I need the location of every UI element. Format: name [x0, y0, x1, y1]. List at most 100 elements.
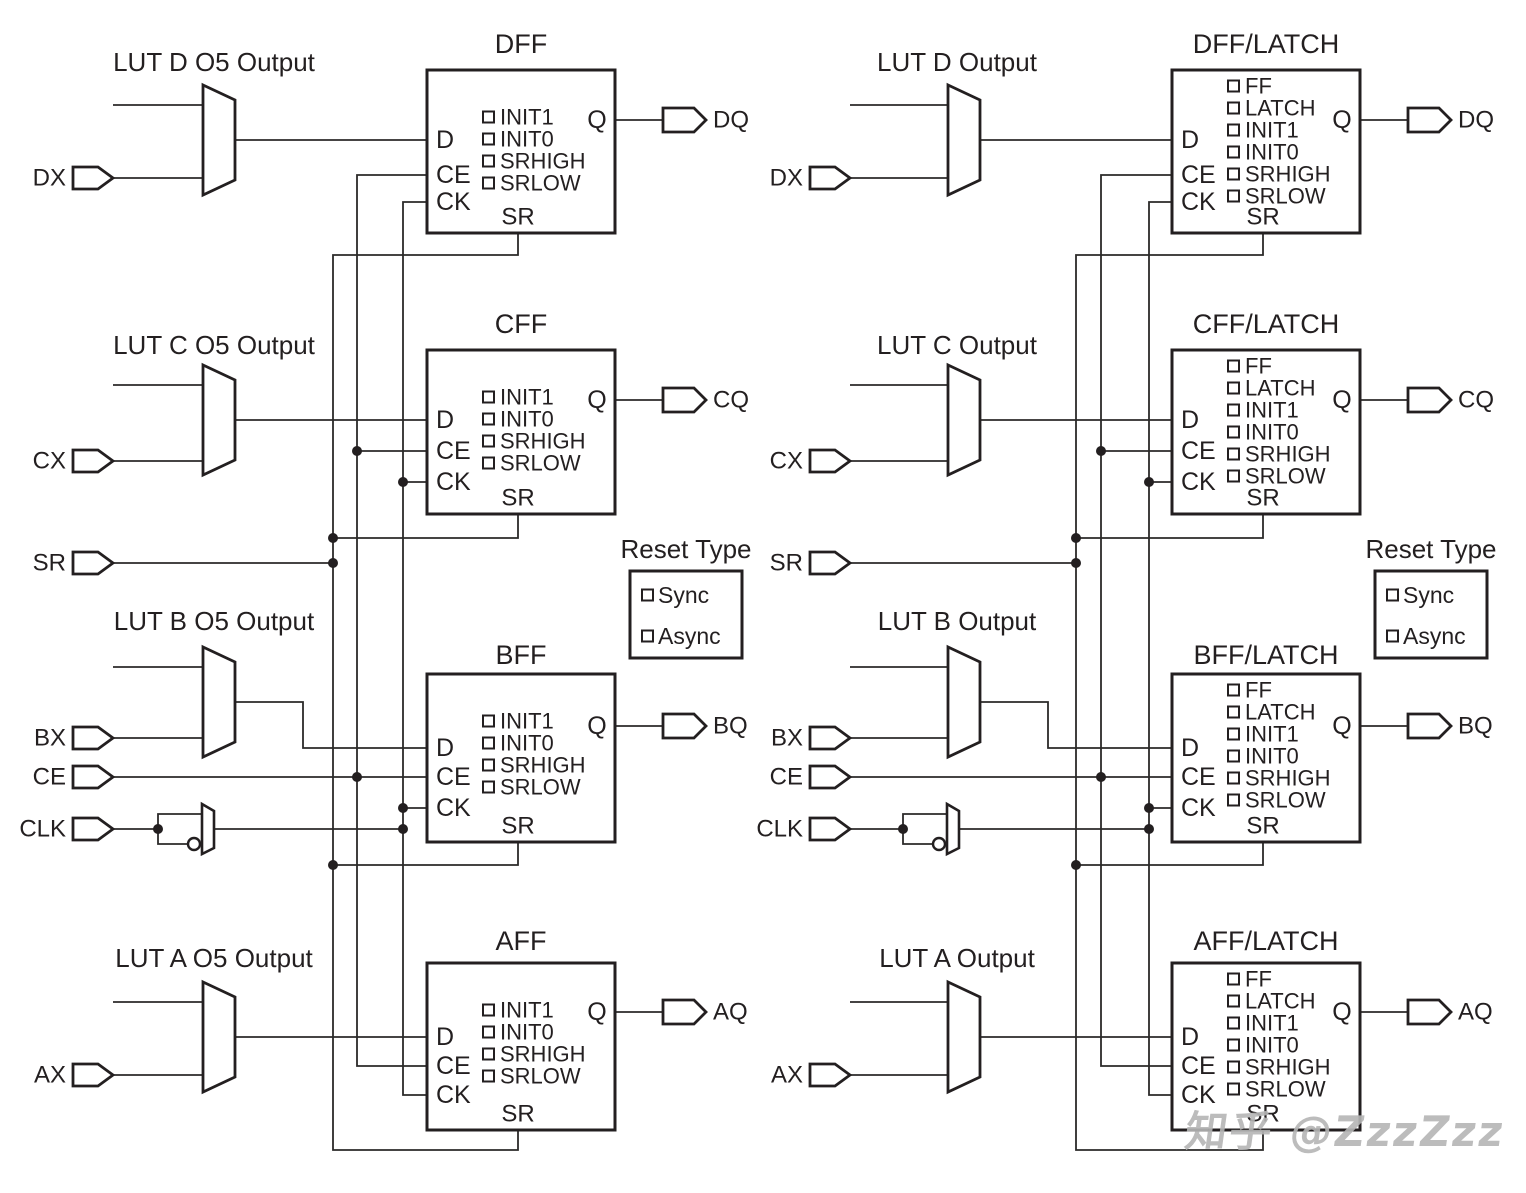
option-label-srhigh-dff: SRHIGH	[500, 149, 586, 174]
ff-block-aff-latch	[1170, 961, 1362, 1132]
wire	[356, 174, 427, 1067]
option-checkbox-init1-aff-latch	[1227, 1016, 1240, 1030]
input-port-label-sr: SR	[770, 550, 803, 577]
option-label-init1-aff: INIT1	[500, 998, 554, 1023]
option-label-srlow-cff: SRLOW	[500, 451, 581, 476]
junction-dot	[898, 824, 908, 834]
option-checkbox-srhigh-bff	[482, 758, 495, 772]
option-checkbox-init0-cff-latch	[1227, 425, 1240, 439]
option-label-srlow-dff: SRLOW	[500, 171, 581, 196]
junction-dot	[1096, 772, 1106, 782]
inverter-bubble-icon	[186, 836, 202, 852]
pin-label-sr-dff-latch: SR	[1246, 204, 1279, 231]
junction-dot	[352, 772, 362, 782]
pin-label-ck-aff-latch: CK	[1181, 1081, 1216, 1109]
input-port-arrow-dx	[71, 165, 116, 191]
reset-type-title: Reset Type	[1365, 534, 1496, 564]
wire	[1075, 233, 1264, 1151]
wire	[980, 701, 1172, 749]
option-checkbox-init0-aff	[482, 1025, 495, 1039]
input-port-label-sr: SR	[33, 550, 66, 577]
output-port-arrow-cq	[661, 386, 708, 414]
option-checkbox-ff-cff-latch	[1227, 359, 1240, 373]
junction-dot	[398, 824, 408, 834]
option-label-ff-bff-latch: FF	[1245, 678, 1272, 703]
junction-dot	[1096, 446, 1106, 456]
wire	[332, 233, 519, 1151]
option-label-srlow-aff-latch: SRLOW	[1245, 1077, 1326, 1102]
junction-dot	[398, 803, 408, 813]
pin-label-d-dff: D	[436, 126, 454, 154]
option-checkbox-latch-cff-latch	[1227, 381, 1240, 395]
wire	[1076, 514, 1264, 539]
output-port-arrow-bq	[661, 712, 708, 740]
option-checkbox-srhigh-aff-latch	[1227, 1060, 1240, 1074]
reset-type-checkbox-sync	[1386, 588, 1399, 602]
mux-c-right	[946, 362, 982, 478]
pin-label-d-cff: D	[436, 406, 454, 434]
reset-type-checkbox-async	[1386, 629, 1399, 643]
reset-type-label-async: Async	[658, 623, 721, 649]
option-checkbox-srlow-bff	[482, 780, 495, 794]
input-port-arrow-cx	[71, 448, 116, 474]
option-checkbox-init0-bff	[482, 736, 495, 750]
pin-label-sr-bff: SR	[501, 813, 534, 840]
option-label-srlow-bff-latch: SRLOW	[1245, 788, 1326, 813]
option-label-init0-dff: INIT0	[500, 127, 554, 152]
option-checkbox-srlow-cff	[482, 456, 495, 470]
option-checkbox-init0-aff-latch	[1227, 1038, 1240, 1052]
input-port-label-ce: CE	[770, 764, 803, 791]
lut-output-label: LUT C O5 Output	[113, 330, 316, 360]
option-checkbox-ff-bff-latch	[1227, 683, 1240, 697]
option-checkbox-srlow-dff-latch	[1227, 189, 1240, 203]
option-label-latch-aff-latch: LATCH	[1245, 989, 1316, 1014]
option-checkbox-init1-dff	[482, 110, 495, 124]
mux-c-left	[201, 362, 237, 478]
option-checkbox-srlow-dff	[482, 176, 495, 190]
junction-dot	[153, 824, 163, 834]
pin-label-ck-bff-latch: CK	[1181, 794, 1216, 822]
option-checkbox-init1-dff-latch	[1227, 123, 1240, 137]
option-label-latch-bff-latch: LATCH	[1245, 700, 1316, 725]
junction-dot	[1071, 533, 1081, 543]
option-label-init0-cff-latch: INIT0	[1245, 420, 1299, 445]
option-checkbox-ff-aff-latch	[1227, 972, 1240, 986]
option-checkbox-init0-dff	[482, 132, 495, 146]
pin-label-ce-bff-latch: CE	[1181, 763, 1216, 791]
lut-output-label: LUT A Output	[879, 943, 1035, 973]
watermark: 知乎 @ZzzZzz	[1182, 1107, 1509, 1156]
option-checkbox-init1-cff	[482, 390, 495, 404]
option-label-srhigh-dff-latch: SRHIGH	[1245, 162, 1331, 187]
input-port-arrow-dx	[808, 165, 853, 191]
wire	[333, 842, 519, 866]
input-port-label-bx: BX	[34, 725, 66, 752]
junction-dot	[1144, 803, 1154, 813]
option-label-latch-dff-latch: LATCH	[1245, 96, 1316, 121]
input-port-label-dx: DX	[33, 165, 66, 192]
pin-label-sr-bff-latch: SR	[1246, 813, 1279, 840]
output-port-label-dq: DQ	[713, 107, 749, 134]
option-checkbox-srlow-aff-latch	[1227, 1082, 1240, 1096]
input-port-label-cx: CX	[770, 448, 803, 475]
mux-d-left	[201, 82, 237, 198]
wire	[902, 813, 947, 829]
wire	[1148, 201, 1172, 1096]
block-title-aff: AFF	[496, 926, 547, 956]
pin-label-d-cff-latch: D	[1181, 406, 1199, 434]
inverter-bubble-icon	[931, 836, 947, 852]
option-label-srhigh-aff-latch: SRHIGH	[1245, 1055, 1331, 1080]
pin-label-d-bff: D	[436, 734, 454, 762]
pin-label-q-aff-latch: Q	[1332, 998, 1351, 1026]
pin-label-ce-dff-latch: CE	[1181, 161, 1216, 189]
option-label-init1-aff-latch: INIT1	[1245, 1011, 1299, 1036]
output-port-label-bq: BQ	[1458, 713, 1493, 740]
pin-label-sr-aff-latch: SR	[1246, 1101, 1279, 1128]
input-port-arrow-ax	[808, 1062, 853, 1088]
junction-dot	[352, 446, 362, 456]
pin-label-ck-cff-latch: CK	[1181, 468, 1216, 496]
option-label-srhigh-bff-latch: SRHIGH	[1245, 766, 1331, 791]
pin-label-ck-aff: CK	[436, 1081, 471, 1109]
input-port-arrow-bx	[808, 725, 853, 751]
pin-label-sr-aff: SR	[501, 1101, 534, 1128]
input-port-label-dx: DX	[770, 165, 803, 192]
